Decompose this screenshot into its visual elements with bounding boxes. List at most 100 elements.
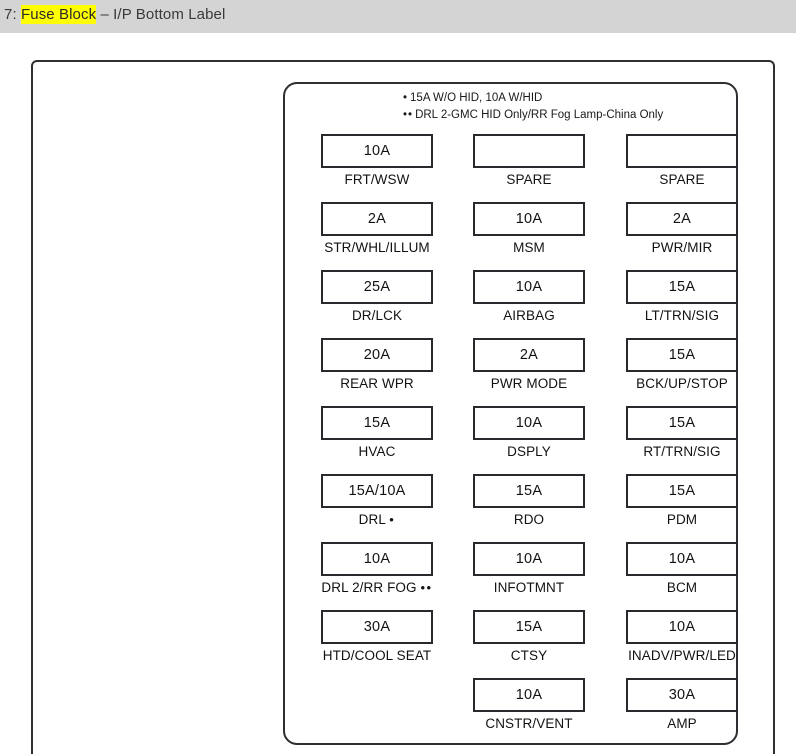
fuse-label: INFOTMNT xyxy=(459,580,599,595)
fuse-slot[interactable]: 15A xyxy=(626,406,738,440)
fuse-slot[interactable]: 10A xyxy=(321,542,433,576)
fuse-slot[interactable]: 10A xyxy=(473,406,585,440)
fuse-slot[interactable]: 15A xyxy=(473,474,585,508)
page-title-suffix: – I/P Bottom Label xyxy=(96,6,226,23)
fuse-slot[interactable]: 2A xyxy=(321,202,433,236)
fuse-cell: 10A MSM xyxy=(459,202,599,270)
fuse-slot[interactable]: 15A xyxy=(626,338,738,372)
fuse-slot[interactable]: 15A xyxy=(321,406,433,440)
fuse-slot[interactable]: 10A xyxy=(473,270,585,304)
fuse-footnote-marker-icon: • xyxy=(389,512,396,527)
fuse-label-text: HVAC xyxy=(358,444,396,459)
footnote-text: DRL 2-GMC HID Only/RR Fog Lamp-China Onl… xyxy=(415,109,664,121)
fuse-label-text: SPARE xyxy=(659,172,705,187)
fuse-slot[interactable]: 10A xyxy=(473,202,585,236)
fuse-amperage: 15A xyxy=(515,618,543,635)
footnote-text: 15A W/O HID, 10A W/HID xyxy=(410,92,543,104)
fuse-label: MSM xyxy=(459,240,599,255)
fuse-label-text: LT/TRN/SIG xyxy=(644,308,720,323)
fuse-label-text: PWR MODE xyxy=(490,376,568,391)
fuse-slot[interactable]: 10A xyxy=(473,542,585,576)
fuse-label: DSPLY xyxy=(459,444,599,459)
fuse-slot[interactable]: 10A xyxy=(626,542,738,576)
fuse-label-text: HTD/COOL SEAT xyxy=(322,648,432,663)
fuse-cell: 15A CTSY xyxy=(459,610,599,678)
fuse-label-text: BCM xyxy=(666,580,698,595)
fuse-cell: 30A HTD/COOL SEAT xyxy=(307,610,447,678)
fuse-label-text: DRL 2/RR FOG xyxy=(321,580,417,595)
fuse-label: PWR/MIR xyxy=(612,240,752,255)
fuse-amperage: 30A xyxy=(668,686,696,703)
fuse-slot[interactable]: 30A xyxy=(626,678,738,712)
fuse-label-text: CNSTR/VENT xyxy=(485,716,573,731)
fuse-amperage: 10A xyxy=(515,686,543,703)
fuse-amperage: 2A xyxy=(519,346,539,363)
header-band: 7: Fuse Block – I/P Bottom Label xyxy=(0,0,796,33)
fuse-label: PDM xyxy=(612,512,752,527)
fuse-label: BCM xyxy=(612,580,752,595)
fuse-label-text: DRL xyxy=(358,512,386,527)
fuse-label: CTSY xyxy=(459,648,599,663)
fuse-slot[interactable] xyxy=(626,134,738,168)
fuse-amperage: 10A xyxy=(668,550,696,567)
fuse-label-text: PWR/MIR xyxy=(651,240,713,255)
fuse-amperage: 10A xyxy=(515,278,543,295)
fuse-label-text: CTSY xyxy=(510,648,548,663)
fuse-amperage: 15A xyxy=(515,482,543,499)
footnote-line: ••DRL 2-GMC HID Only/RR Fog Lamp-China O… xyxy=(403,107,733,124)
fuse-amperage: 20A xyxy=(363,346,391,363)
fuse-slot[interactable]: 2A xyxy=(626,202,738,236)
footnote-line: •15A W/O HID, 10A W/HID xyxy=(403,90,733,107)
fuse-slot[interactable]: 10A xyxy=(473,678,585,712)
fuse-label-text: MSM xyxy=(513,240,545,255)
fuse-slot[interactable]: 15A xyxy=(626,474,738,508)
fuse-slot[interactable]: 25A xyxy=(321,270,433,304)
fuse-cell: 2A PWR MODE xyxy=(459,338,599,406)
fuse-cell: 10A CNSTR/VENT xyxy=(459,678,599,746)
fuse-slot[interactable]: 15A xyxy=(626,270,738,304)
fuse-slot[interactable]: 10A xyxy=(626,610,738,644)
fuse-label: HVAC xyxy=(307,444,447,459)
fuse-label: DRL 2/RR FOG •• xyxy=(307,580,447,595)
fuse-label: DRL • xyxy=(307,512,447,527)
fuse-label-text: RT/TRN/SIG xyxy=(643,444,721,459)
fuse-slot[interactable]: 10A xyxy=(321,134,433,168)
fuse-label-text: DSPLY xyxy=(507,444,551,459)
fuse-cell: 10A FRT/WSW xyxy=(307,134,447,202)
fuse-block-panel: •15A W/O HID, 10A W/HID••DRL 2-GMC HID O… xyxy=(283,82,738,745)
fuse-amperage: 15A xyxy=(668,346,696,363)
fuse-label: RDO xyxy=(459,512,599,527)
fuse-cell: 30A AMP xyxy=(612,678,752,746)
fuse-slot[interactable]: 2A xyxy=(473,338,585,372)
fuse-amperage: 10A xyxy=(668,618,696,635)
fuse-amperage: 10A xyxy=(363,550,391,567)
fuse-label-text: AMP xyxy=(667,716,697,731)
fuse-label-text: STR/WHL/ILLUM xyxy=(324,240,430,255)
footnote-bullet-icon: •• xyxy=(403,109,414,121)
fuse-slot[interactable]: 15A/10A xyxy=(321,474,433,508)
fuse-label-text: FRT/WSW xyxy=(344,172,410,187)
fuse-label-text: PDM xyxy=(666,512,698,527)
fuse-amperage: 15A xyxy=(363,414,391,431)
fuse-slot[interactable]: 20A xyxy=(321,338,433,372)
fuse-cell: 15A LT/TRN/SIG xyxy=(612,270,752,338)
fuse-cell: 2A STR/WHL/ILLUM xyxy=(307,202,447,270)
fuse-amperage: 10A xyxy=(515,210,543,227)
fuse-label-text: REAR WPR xyxy=(340,376,414,391)
fuse-amperage: 10A xyxy=(515,550,543,567)
fuse-amperage: 15A xyxy=(668,278,696,295)
fuse-cell: SPARE xyxy=(459,134,599,202)
fuse-amperage: 10A xyxy=(515,414,543,431)
fuse-slot[interactable] xyxy=(473,134,585,168)
footnote-legend: •15A W/O HID, 10A W/HID••DRL 2-GMC HID O… xyxy=(403,90,733,124)
fuse-footnote-marker-icon: •• xyxy=(420,580,433,595)
fuse-slot[interactable]: 15A xyxy=(473,610,585,644)
fuse-slot[interactable]: 30A xyxy=(321,610,433,644)
fuse-cell: SPARE xyxy=(612,134,752,202)
fuse-cell: 2A PWR/MIR xyxy=(612,202,752,270)
